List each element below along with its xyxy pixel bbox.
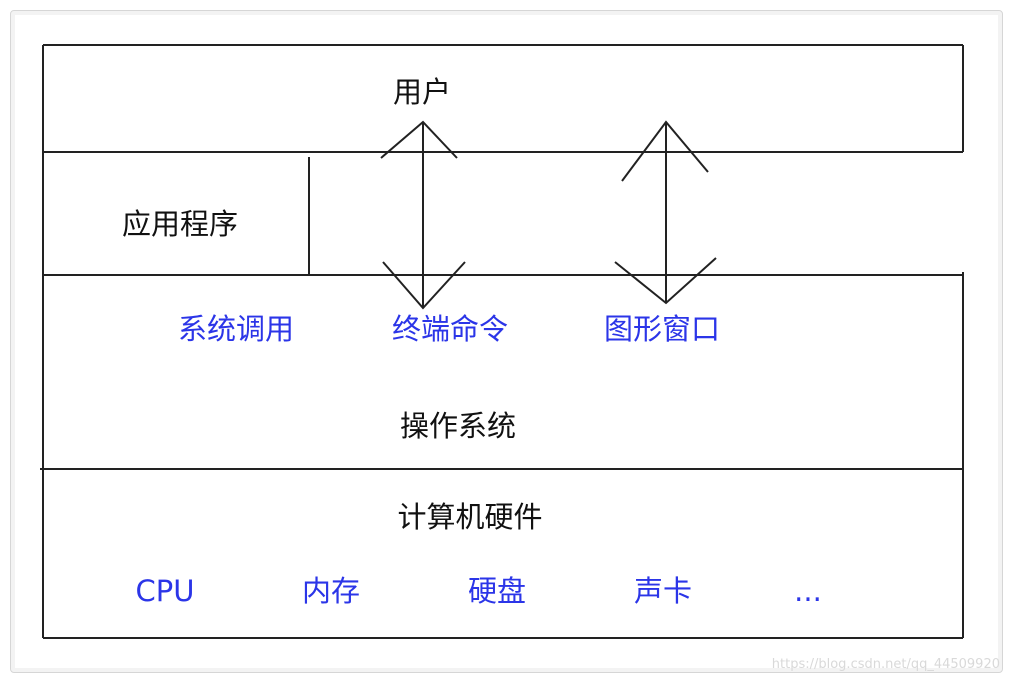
image-frame [10,10,1003,673]
application-layer-label: 应用程序 [122,207,238,241]
os-layer-label: 操作系统 [400,409,516,443]
hardware-layer-label: 计算机硬件 [397,500,542,534]
hardware-component-sound-card: 声卡 [634,574,692,608]
interface-graphical-window: 图形窗口 [604,312,720,346]
user-layer-label: 用户 [393,75,451,109]
hardware-component-cpu: CPU [136,574,195,608]
arrow-head-up [380,120,458,159]
arrow-head-down [614,257,717,305]
diagram-lines [40,44,964,639]
arrow-head-up [621,120,709,182]
arrow-head-down [382,261,466,310]
terminal-double-arrow [380,120,466,310]
interface-system-call: 系统调用 [178,312,294,346]
hardware-component-ellipsis: ... [794,574,822,608]
interface-terminal-command: 终端命令 [392,312,508,346]
interaction-arrows [380,120,717,310]
source-watermark: https://blog.csdn.net/qq_44509920 [772,657,1000,672]
hardware-component-memory: 内存 [302,574,360,608]
gui-double-arrow [614,120,717,305]
hardware-component-disk: 硬盘 [468,574,526,608]
